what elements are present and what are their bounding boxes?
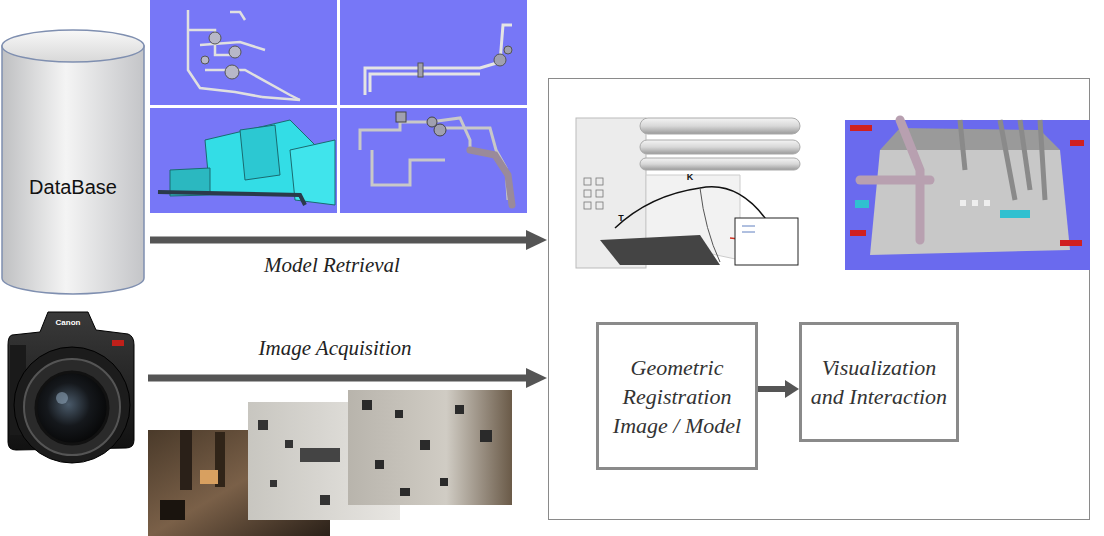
cylinder-outline — [0, 28, 146, 296]
flow-arrow — [148, 230, 547, 388]
brand-logo: Canon — [56, 318, 81, 327]
arrow-label: Image Acquisition — [258, 336, 411, 361]
database-label: DataBase — [0, 176, 146, 199]
sketch-letter: K — [687, 172, 694, 182]
process-box: Visualization and Interaction — [799, 322, 959, 442]
arrow-label: Model Retrieval — [264, 253, 400, 278]
photo-stack — [148, 390, 512, 536]
process-box: Geometric Registration Image / Model — [596, 322, 758, 470]
render-image — [845, 120, 1090, 270]
sketch-letter: T — [618, 213, 624, 223]
sketch-image — [576, 118, 800, 268]
camera-image — [8, 312, 134, 463]
process-label: Visualization and Interaction — [810, 353, 948, 411]
flow-connector — [758, 380, 799, 398]
system-frame — [549, 79, 1090, 520]
database-cylinder: DataBase — [0, 28, 146, 296]
process-label: Geometric Registration Image / Model — [607, 353, 747, 440]
model-panel — [150, 0, 527, 213]
